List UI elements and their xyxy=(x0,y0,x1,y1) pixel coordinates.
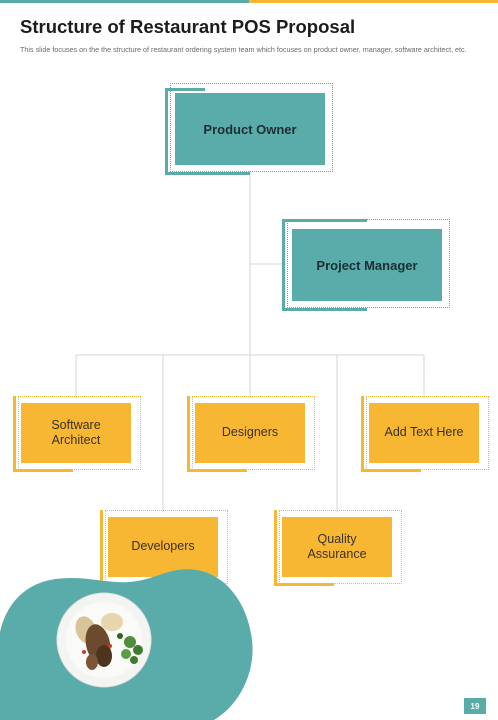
page-subtitle: This slide focuses on the the structure … xyxy=(20,45,467,54)
developers-label: Developers xyxy=(108,517,218,577)
food-plate-image xyxy=(56,592,152,688)
designers-node: Designers xyxy=(187,396,315,472)
project-manager-label: Project Manager xyxy=(292,229,442,301)
quality-assurance-label: Quality Assurance xyxy=(282,517,392,577)
product-owner-node: Product Owner xyxy=(165,83,335,175)
page-number-badge: 19 xyxy=(464,698,486,714)
top-accent-bar-teal xyxy=(0,0,249,3)
software-architect-label: Software Architect xyxy=(21,403,131,463)
add-text-label: Add Text Here xyxy=(369,403,479,463)
top-accent-bar-yellow xyxy=(249,0,498,3)
add-text-node: Add Text Here xyxy=(361,396,489,472)
decorative-food-blob xyxy=(0,569,253,720)
quality-assurance-node: Quality Assurance xyxy=(274,510,402,586)
product-owner-label: Product Owner xyxy=(175,93,325,165)
project-manager-node: Project Manager xyxy=(282,219,452,311)
designers-label: Designers xyxy=(195,403,305,463)
page-title: Structure of Restaurant POS Proposal xyxy=(20,16,356,37)
software-architect-node: Software Architect xyxy=(13,396,141,472)
